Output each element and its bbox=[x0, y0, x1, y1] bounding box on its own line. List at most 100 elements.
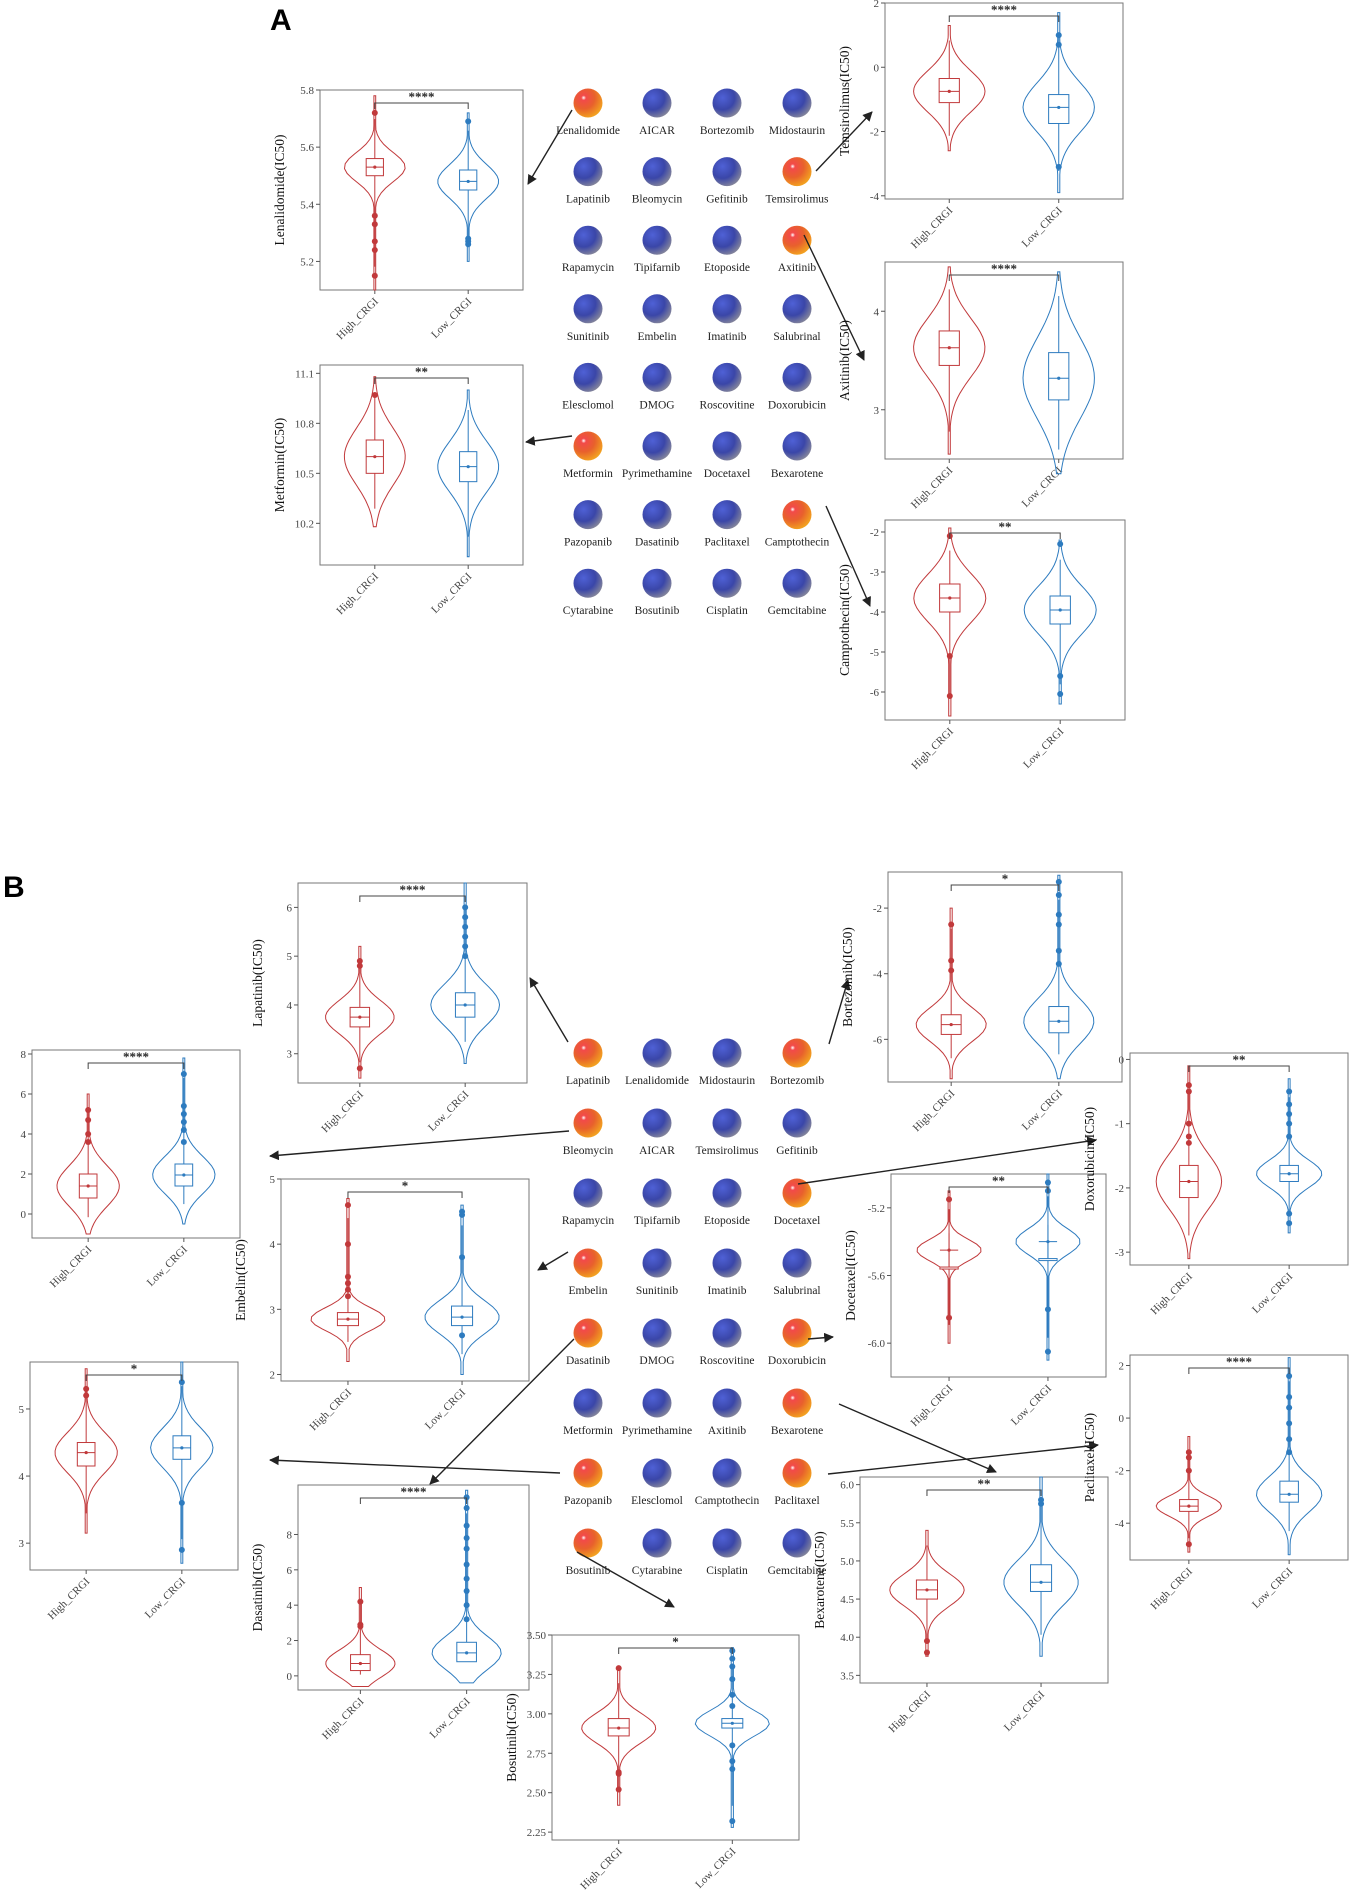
violin-low-crgi bbox=[150, 1361, 214, 1564]
drug-label: Salubrinal bbox=[773, 1285, 820, 1297]
y-tick-label: 3.5 bbox=[840, 1670, 854, 1682]
chart-metformin-ic50: 10.210.510.811.1Metformin(IC50)High_CRGI… bbox=[272, 364, 524, 617]
x-tick-label: High_CRGI bbox=[909, 464, 956, 511]
drug-node-pyrimethamine: Pyrimethamine bbox=[622, 1388, 692, 1437]
drug-node-elesclomol: Elesclomol bbox=[562, 362, 614, 411]
inactive-drug-ball bbox=[782, 1108, 812, 1138]
arrow-line bbox=[825, 505, 871, 607]
box-low-crgi bbox=[1030, 1564, 1053, 1592]
outlier-point bbox=[1286, 1394, 1293, 1401]
drug-label: Doxorubicin bbox=[768, 1355, 826, 1367]
significance-label: * bbox=[402, 1178, 409, 1193]
outlier-point bbox=[180, 1119, 187, 1125]
inactive-drug-ball bbox=[642, 1248, 672, 1278]
significance-label: * bbox=[131, 1361, 138, 1376]
x-tick-label: High_CRGI bbox=[909, 1382, 956, 1429]
y-axis-label: Lenalidomide(IC50) bbox=[272, 135, 287, 246]
outlier-point bbox=[1185, 1133, 1192, 1140]
outlier-point bbox=[83, 1385, 90, 1392]
y-tick-label: 5 bbox=[270, 1174, 276, 1186]
inactive-drug-ball bbox=[642, 362, 672, 392]
drug-label: Camptothecin bbox=[765, 537, 830, 549]
drug-node-etoposide: Etoposide bbox=[704, 1178, 750, 1227]
significance-bracket bbox=[347, 1191, 463, 1198]
box-low-crgi bbox=[1038, 1258, 1058, 1262]
inactive-drug-ball bbox=[642, 1318, 672, 1348]
x-tick-label: Low_CRGI bbox=[1021, 725, 1066, 770]
inactive-drug-ball bbox=[712, 157, 742, 187]
outlier-point bbox=[948, 957, 955, 964]
active-drug-ball bbox=[573, 1458, 603, 1488]
drug-label: Lapatinib bbox=[566, 194, 610, 206]
drug-label: Salubrinal bbox=[773, 331, 820, 343]
arrow-connectors bbox=[269, 109, 1099, 1608]
drug-node-docetaxel: Docetaxel bbox=[704, 431, 750, 480]
drug-label: Cytarabine bbox=[563, 605, 613, 617]
drug-node-temsirolimus: Temsirolimus bbox=[765, 157, 829, 206]
y-tick-label: -6 bbox=[873, 1034, 883, 1046]
drug-label: Lenalidomide bbox=[556, 125, 620, 137]
drug-label: Imatinib bbox=[708, 331, 747, 343]
drug-label: Tipifarnib bbox=[634, 1215, 680, 1227]
drug-node-paclitaxel: Paclitaxel bbox=[704, 500, 750, 549]
median-point bbox=[86, 1184, 90, 1188]
significance-bracket bbox=[618, 1647, 733, 1654]
plot-frame bbox=[319, 364, 524, 566]
outlier-point bbox=[1286, 1449, 1293, 1456]
drug-node-gemcitabine: Gemcitabine bbox=[768, 1528, 826, 1577]
drug-node-elesclomol: Elesclomol bbox=[631, 1458, 683, 1507]
y-axis-label: Docetaxel(IC50) bbox=[843, 1230, 858, 1321]
arrow-line bbox=[529, 977, 569, 1043]
inactive-drug-ball bbox=[782, 88, 812, 118]
inactive-drug-ball bbox=[782, 568, 812, 598]
x-tick-label: High_CRGI bbox=[319, 1088, 366, 1135]
active-drug-ball bbox=[782, 500, 812, 530]
drug-node-rapamycin: Rapamycin bbox=[562, 225, 614, 274]
significance-label: * bbox=[672, 1634, 679, 1649]
plot-frame bbox=[890, 1173, 1107, 1378]
y-tick-label: 3.25 bbox=[527, 1669, 547, 1681]
inactive-drug-ball bbox=[642, 1458, 672, 1488]
y-tick-label: 0 bbox=[1119, 1413, 1125, 1425]
inactive-drug-ball bbox=[782, 1248, 812, 1278]
y-tick-label: 2 bbox=[874, 0, 880, 10]
outlier-point bbox=[1185, 1449, 1192, 1456]
drug-label: Metformin bbox=[563, 468, 613, 480]
y-tick-label: 5 bbox=[287, 951, 293, 963]
outlier-point bbox=[463, 1575, 470, 1582]
inactive-drug-ball bbox=[782, 431, 812, 461]
drug-label: Embelin bbox=[638, 331, 677, 343]
drug-label: Elesclomol bbox=[562, 399, 614, 411]
inactive-drug-ball bbox=[573, 294, 603, 324]
outlier-point bbox=[371, 272, 378, 279]
violin-low-crgi bbox=[424, 1204, 500, 1376]
violin-high-crgi bbox=[56, 1093, 120, 1235]
y-axis-label: Embelin(IC50) bbox=[233, 1239, 248, 1321]
significance-bracket bbox=[948, 274, 1060, 281]
significance-bracket bbox=[1188, 1065, 1290, 1072]
y-tick-label: -2 bbox=[873, 903, 882, 915]
outlier-point bbox=[371, 392, 378, 398]
y-axis-label: Axitinib(IC50) bbox=[837, 320, 852, 401]
drug-node-lapatinib: Lapatinib bbox=[566, 157, 610, 206]
plot-frame bbox=[280, 1178, 530, 1382]
outlier-point bbox=[923, 1649, 930, 1656]
outlier-point bbox=[1286, 1436, 1293, 1443]
inactive-drug-ball bbox=[573, 362, 603, 392]
outlier-point bbox=[178, 1546, 185, 1553]
median-point bbox=[1057, 105, 1061, 110]
drug-label: Pyrimethamine bbox=[622, 1425, 692, 1437]
x-tick-label: High_CRGI bbox=[887, 1688, 934, 1735]
drug-label: Gemcitabine bbox=[768, 605, 827, 617]
drug-node-imatinib: Imatinib bbox=[708, 294, 747, 343]
outlier-point bbox=[1057, 541, 1064, 547]
drug-label: Midostaurin bbox=[699, 1075, 755, 1087]
outlier-point bbox=[180, 1139, 187, 1145]
y-tick-label: 4 bbox=[874, 306, 880, 318]
outlier-point bbox=[356, 962, 363, 969]
